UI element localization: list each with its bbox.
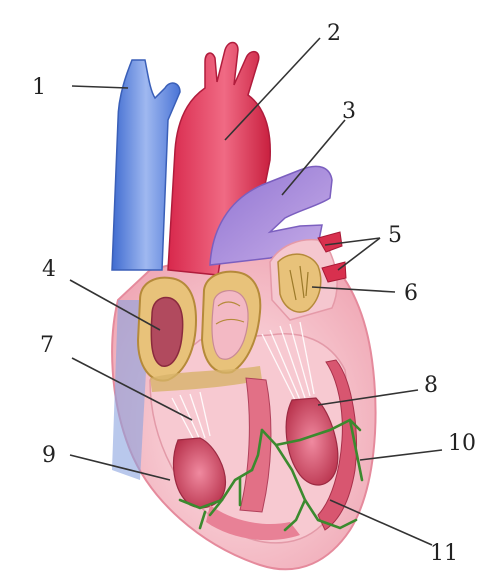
- label-6: 6: [404, 281, 418, 306]
- label-8: 8: [424, 373, 438, 398]
- label-2: 2: [327, 21, 341, 46]
- label-9: 9: [42, 443, 56, 468]
- label-3: 3: [342, 99, 356, 124]
- label-5: 5: [388, 223, 402, 248]
- label-1: 1: [32, 75, 46, 100]
- label-4: 4: [42, 257, 56, 282]
- label-7: 7: [40, 333, 54, 358]
- leader-1: [72, 86, 128, 88]
- label-11: 11: [430, 541, 458, 566]
- mitral-valve: [278, 254, 321, 312]
- label-10: 10: [448, 431, 476, 456]
